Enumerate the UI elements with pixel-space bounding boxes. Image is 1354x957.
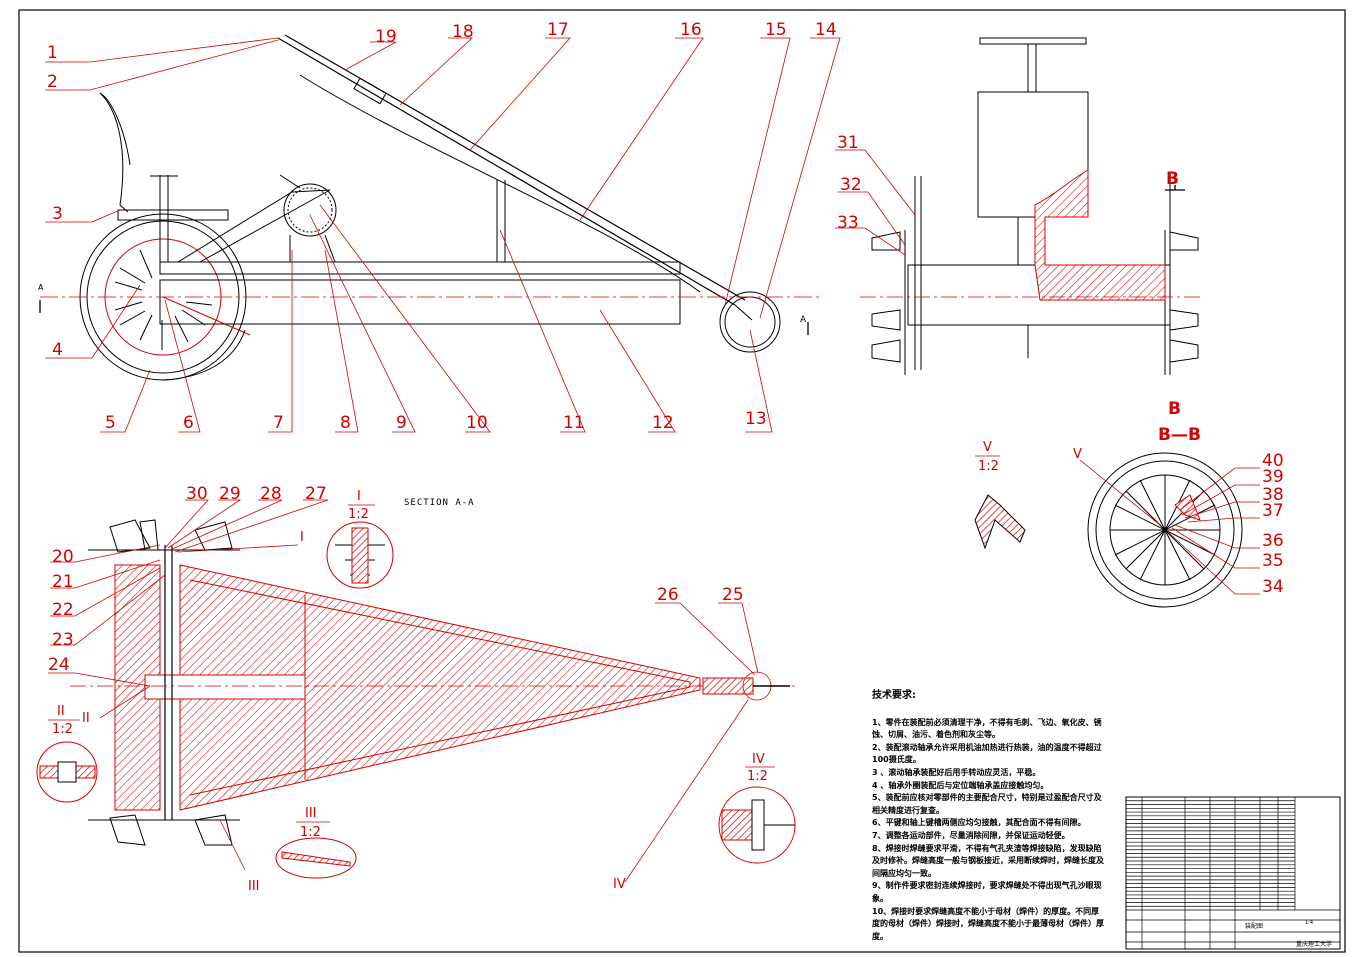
callout-27: 27 [305,484,327,504]
callout-38: 38 [1262,485,1284,505]
front-view-leaders [835,149,916,256]
section-aa-trapezoid [179,564,701,811]
title-block-scale: 1:4 [1305,920,1313,926]
section-aa-label: SECTION A-A [404,498,475,508]
detail-i-scale: 1:2 [348,507,369,522]
callout-34: 34 [1262,577,1284,597]
title-block-school: 重庆理工大学 [1296,940,1332,948]
aa-detail-iv-mark: IV [613,877,626,892]
callout-6: 6 [183,413,194,433]
aa-detail-i-mark: I [300,530,304,545]
callout-39: 39 [1262,467,1284,487]
callout-22: 22 [52,600,74,620]
callout-3: 3 [52,204,63,224]
callout-7: 7 [273,413,284,433]
drawing-frame [18,9,1346,953]
tech-item: 7、调整各运动部件，尽量消除间隙，并保证运动轻便。 [872,830,1070,840]
section-aa-leaders [48,499,759,883]
callout-18: 18 [452,22,474,42]
callout-24: 24 [48,655,70,675]
detail-i-circle [326,521,394,589]
callout-1: 1 [47,43,58,63]
callout-30: 30 [186,484,208,504]
callout-11: 11 [563,413,585,433]
tech-item: 8、焊接时焊缝要求平滑，不得有气孔夹渣等焊接缺陷，发现缺陷及时修补。焊缝高度一般… [872,843,1104,878]
tech-item: 6、平键和轴上键槽两侧应均匀接触，其配合面不得有间隙。 [872,818,1086,828]
callout-19: 19 [375,27,397,47]
detail-ii-label: II [57,704,65,719]
bb-wheel-view [1087,452,1243,608]
callout-35: 35 [1262,551,1284,571]
section-mark-b-bottom: B [1168,399,1181,419]
callout-9: 9 [396,413,407,433]
section-mark-b-top: B [1166,169,1179,189]
callout-15: 15 [765,20,787,40]
callout-2: 2 [47,72,58,92]
detail-iii-scale: 1:2 [300,825,321,840]
title-block-drawing-name: 装配图 [1245,922,1263,930]
callout-26: 26 [657,585,679,605]
bb-section-label: B—B [1158,425,1201,445]
technical-requirements-title: 技术要求: [872,690,916,701]
callout-40: 40 [1262,451,1284,471]
detail-ii-circle [36,741,98,803]
tech-item: 2、装配滚动轴承允许采用机油加热进行热装，油的温度不得超过100摄氏度。 [872,742,1102,765]
detail-v-label: V [983,440,992,455]
callout-17: 17 [547,20,569,40]
callout-13: 13 [745,409,767,429]
tech-item: 5、装配前应核对零部件的主要配合尺寸，特别是过盈配合尺寸及相关精度进行复查。 [872,793,1102,815]
callout-10: 10 [466,413,488,433]
detail-v-shape [974,494,1026,550]
tech-item: 9、制作件要求密封连续焊接时，要求焊缝处不得出现气孔沙眼现象。 [872,881,1102,903]
callout-16: 16 [680,20,702,40]
callout-33: 33 [837,213,859,233]
callout-12: 12 [652,413,674,433]
side-view-leaders [45,37,841,433]
callout-4: 4 [52,340,63,360]
technical-requirements: 技术要求: 1、零件在装配前必须清理干净，不得有毛刺、飞边、氧化皮、锈蚀、切屑、… [872,690,1104,943]
title-block [1126,797,1340,949]
callout-25: 25 [722,585,744,605]
detail-ii-scale: 1:2 [52,722,73,737]
callout-23: 23 [52,630,74,650]
side-view [79,34,781,381]
bb-leaders [1167,467,1260,595]
tech-item: 1、零件在装配前必须清理干净，不得有毛刺、飞边、氧化皮、锈蚀、切屑、油污、着色剂… [872,717,1102,740]
front-view-hatched-section [1034,169,1166,301]
callout-14: 14 [815,20,837,40]
aa-detail-iii-mark: III [248,879,260,894]
detail-iii-ellipse [275,837,357,879]
callout-29: 29 [219,484,241,504]
detail-v-scale: 1:2 [978,459,999,474]
detail-i-label: I [357,489,361,504]
section-mark-a-right: A [800,315,807,325]
tech-item: 4 、轴承外圈装配后与定位端轴承盖应接触均匀。 [872,780,1049,790]
callout-8: 8 [340,413,351,433]
section-mark-a-left: A [38,283,44,292]
detail-iv-label: IV [752,752,765,767]
callout-5: 5 [105,413,116,433]
callout-28: 28 [260,484,282,504]
front-view [871,37,1199,375]
tech-item: 10、焊接时要求焊缝高度不能小于母材（焊件）的厚度。不同厚度的母材（焊件）焊接时… [872,906,1104,941]
bb-detail-v-mark: V [1073,447,1082,462]
callout-37: 37 [1262,501,1284,521]
aa-detail-ii-mark: II [82,711,90,726]
callout-36: 36 [1262,531,1284,551]
callout-31: 31 [837,133,859,153]
callout-32: 32 [840,175,862,195]
callout-21: 21 [52,572,74,592]
callout-numbers: 1 2 3 4 5 6 7 8 9 10 11 12 13 14 15 16 1… [47,20,1284,675]
detail-iii-label: III [305,806,317,821]
tech-item: 3 、滚动轴承装配好后用手转动应灵活，平稳。 [872,767,1041,777]
callout-20: 20 [52,547,74,567]
detail-iv-scale: 1:2 [747,769,768,784]
